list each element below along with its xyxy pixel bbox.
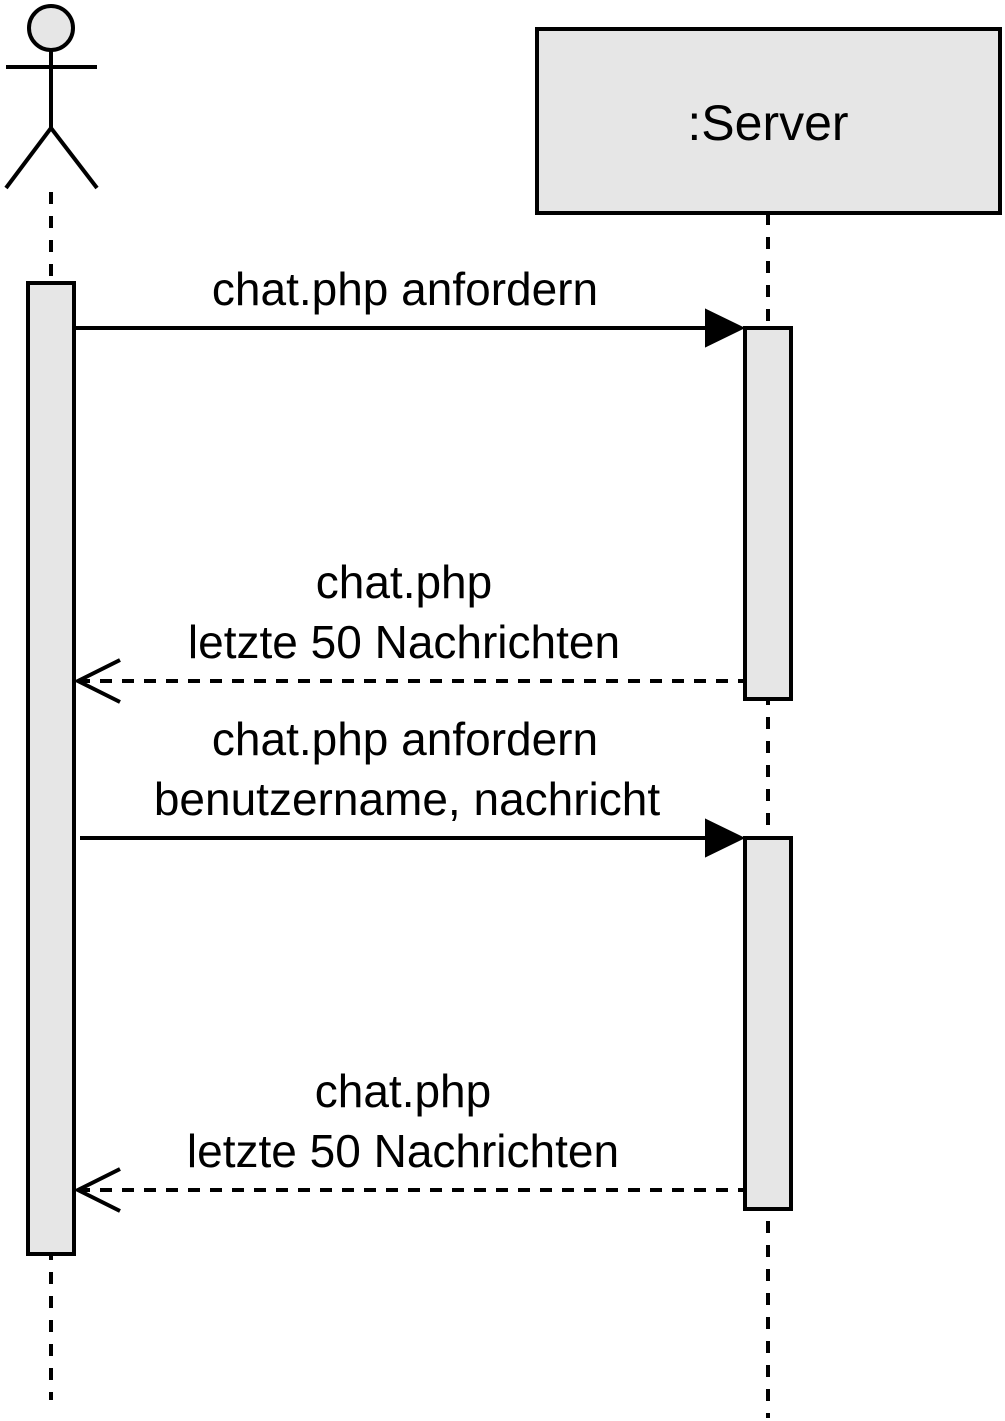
- user-actor-icon: [4, 4, 99, 190]
- server-box: [535, 27, 1002, 215]
- message-2-arrowhead-icon: [73, 658, 121, 704]
- message-4-label-line-1: chat.php: [315, 1065, 491, 1117]
- message-4-arrowhead-icon: [73, 1167, 121, 1213]
- message-1-request: chat.php anfordern: [76, 263, 746, 348]
- server-name: :Server: [687, 95, 848, 151]
- server-activation-bar-2: [743, 836, 793, 1211]
- actor-activation-bar: [26, 281, 76, 1256]
- message-2-label-line-2: letzte 50 Nachrichten: [188, 616, 620, 668]
- message-2-response: chat.php letzte 50 Nachrichten: [73, 556, 743, 704]
- message-4-label-line-2: letzte 50 Nachrichten: [187, 1125, 619, 1177]
- message-1-label: chat.php anfordern: [212, 263, 598, 315]
- message-3-label-line-1: chat.php anfordern: [212, 713, 598, 765]
- message-4-response: chat.php letzte 50 Nachrichten: [73, 1065, 743, 1213]
- message-3-label-line-2: benutzername, nachricht: [154, 773, 661, 825]
- message-3-arrowhead-icon: [705, 818, 746, 858]
- message-1-arrowhead-icon: [705, 308, 746, 348]
- server-activation-bar-1: [743, 326, 793, 701]
- message-2-label-line-1: chat.php: [316, 556, 492, 608]
- server-participant: :Server: [535, 27, 1002, 215]
- message-3-request: chat.php anfordern benutzername, nachric…: [80, 713, 746, 858]
